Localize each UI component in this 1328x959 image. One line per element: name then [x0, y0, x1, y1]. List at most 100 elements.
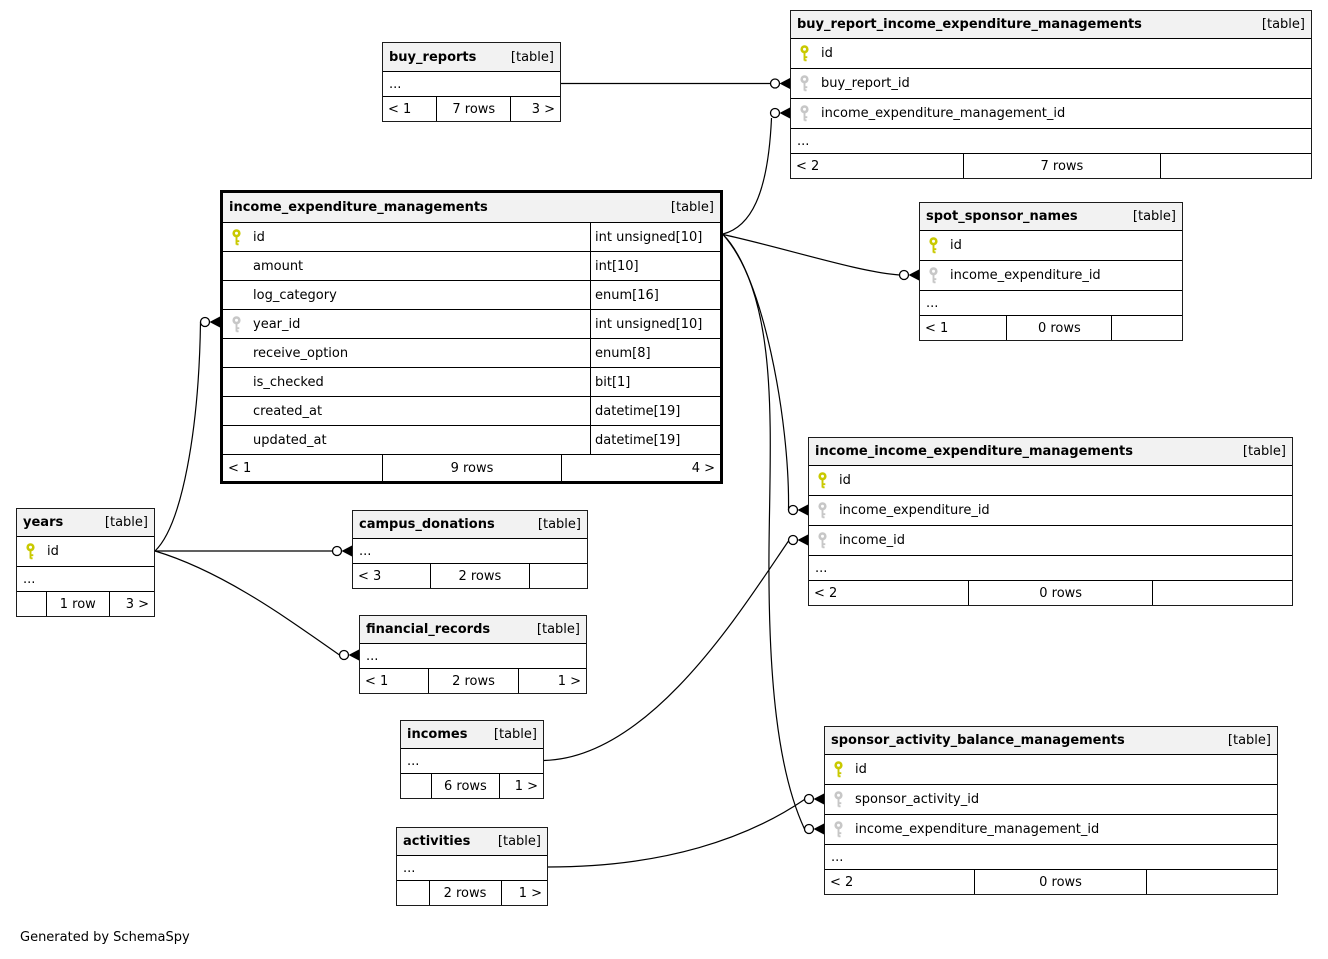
- ellipsis-text: ...: [926, 295, 939, 311]
- schemaspy-credit: Generated by SchemaSpy: [20, 930, 190, 945]
- column-name: income_expenditure_management_id: [855, 822, 1100, 837]
- column-row[interactable]: id: [920, 231, 1182, 261]
- column-row[interactable]: id: [17, 537, 154, 567]
- column-name: id: [47, 544, 59, 559]
- column-row[interactable]: buy_report_id: [791, 69, 1311, 99]
- table-header: financial_records [table]: [360, 616, 586, 644]
- table-tag: [table]: [1227, 733, 1271, 748]
- related-count-right: [1160, 154, 1311, 178]
- related-count-right: [1111, 316, 1182, 340]
- column-row[interactable]: year_id int unsigned[10]: [223, 310, 720, 339]
- table-header: incomes [table]: [401, 721, 543, 749]
- table-title: spot_sponsor_names: [926, 209, 1078, 224]
- primary-key-icon: [223, 228, 249, 246]
- column-name: sponsor_activity_id: [855, 792, 980, 807]
- column-row[interactable]: income_expenditure_id: [920, 261, 1182, 291]
- column-row[interactable]: updated_at datetime[19]: [223, 426, 720, 455]
- column-row[interactable]: id int unsigned[10]: [223, 223, 720, 252]
- related-count-right: [1151, 581, 1292, 605]
- table-footer: 1 row 3 >: [17, 592, 154, 616]
- table-tag: [table]: [493, 727, 537, 742]
- relationship-line-incomes-iiem: [543, 534, 808, 762]
- table-footer: < 2 7 rows: [791, 154, 1311, 178]
- table-title: financial_records: [366, 622, 491, 637]
- related-count-left: < 2: [796, 158, 820, 174]
- column-row[interactable]: id: [825, 755, 1277, 785]
- related-count-right: 1 >: [518, 669, 586, 693]
- column-name: income_id: [839, 533, 905, 548]
- related-count-right: 1 >: [498, 774, 543, 798]
- table-header: campus_donations [table]: [353, 511, 587, 539]
- ellipsis-text: ...: [389, 76, 402, 92]
- primary-key-icon: [920, 237, 946, 254]
- column-type: int unsigned[10]: [590, 223, 720, 251]
- related-count-left: < 3: [358, 568, 382, 584]
- column-row[interactable]: income_expenditure_management_id: [825, 815, 1277, 845]
- related-count-right: 4 >: [560, 455, 720, 481]
- column-row[interactable]: income_expenditure_id: [809, 496, 1292, 526]
- table-tag: [table]: [670, 200, 714, 215]
- ellipsis-text: ...: [359, 543, 372, 559]
- ellipsis-text: ...: [23, 571, 36, 587]
- ellipsis-row: ...: [825, 845, 1277, 870]
- related-count-left: < 2: [814, 585, 838, 601]
- table-title: campus_donations: [359, 517, 495, 532]
- column-row[interactable]: income_id: [809, 526, 1292, 556]
- column-type: datetime[19]: [590, 426, 720, 454]
- column-row[interactable]: is_checked bit[1]: [223, 368, 720, 397]
- foreign-key-icon: [223, 315, 249, 333]
- relationship-line-iem-briem: [722, 107, 790, 235]
- table-spot_sponsor_names[interactable]: spot_sponsor_names [table] id income_exp…: [919, 202, 1183, 341]
- column-row[interactable]: log_category enum[16]: [223, 281, 720, 310]
- related-count-right: 3 >: [108, 592, 154, 616]
- related-count-right: 1 >: [500, 881, 548, 905]
- foreign-key-icon: [825, 821, 851, 838]
- column-name: id: [821, 46, 833, 61]
- column-row[interactable]: id: [791, 39, 1311, 69]
- column-row[interactable]: sponsor_activity_id: [825, 785, 1277, 815]
- table-activities[interactable]: activities [table] ... 2 rows 1 >: [396, 827, 548, 906]
- ellipsis-row: ...: [353, 539, 587, 564]
- related-count-left: < 2: [830, 874, 854, 890]
- table-income_income_expenditure_managements[interactable]: income_income_expenditure_managements [t…: [808, 437, 1293, 606]
- related-count-left: [401, 774, 431, 798]
- row-count: 2 rows: [428, 881, 501, 905]
- table-financial_records[interactable]: financial_records [table] ... < 1 2 rows…: [359, 615, 587, 694]
- column-type: int[10]: [590, 252, 720, 280]
- ellipsis-row: ...: [809, 556, 1292, 581]
- primary-key-icon: [791, 45, 817, 62]
- table-income_expenditure_managements[interactable]: income_expenditure_managements [table] i…: [220, 190, 723, 484]
- column-row[interactable]: id: [809, 466, 1292, 496]
- ellipsis-text: ...: [815, 560, 828, 576]
- column-row[interactable]: income_expenditure_management_id: [791, 99, 1311, 129]
- column-name: log_category: [253, 287, 337, 303]
- foreign-key-icon: [791, 75, 817, 92]
- column-type: bit[1]: [590, 368, 720, 396]
- related-count-right: [1145, 870, 1277, 894]
- related-count-left: < 1: [228, 460, 252, 476]
- table-tag: [table]: [510, 49, 554, 65]
- column-name: buy_report_id: [821, 76, 910, 91]
- table-incomes[interactable]: incomes [table] ... 6 rows 1 >: [400, 720, 544, 799]
- table-campus_donations[interactable]: campus_donations [table] ... < 3 2 rows: [352, 510, 588, 589]
- ellipsis-text: ...: [407, 753, 420, 769]
- column-type: enum[16]: [590, 281, 720, 309]
- table-buy_reports[interactable]: buy_reports [table] ... < 1 7 rows 3 >: [382, 42, 561, 122]
- foreign-key-icon: [825, 791, 851, 808]
- ellipsis-text: ...: [831, 849, 844, 865]
- table-footer: < 1 0 rows: [920, 316, 1182, 340]
- table-tag: [table]: [497, 834, 541, 849]
- relationship-line-iem-sabm: [722, 234, 824, 835]
- column-row[interactable]: receive_option enum[8]: [223, 339, 720, 368]
- column-name: id: [855, 762, 867, 777]
- table-years[interactable]: years [table] id ... 1 row 3 >: [16, 508, 155, 617]
- column-row[interactable]: created_at datetime[19]: [223, 397, 720, 426]
- row-count: 1 row: [45, 592, 109, 616]
- table-title: buy_report_income_expenditure_management…: [797, 17, 1142, 32]
- ellipsis-text: ...: [366, 648, 379, 664]
- table-sponsor_activity_balance_managements[interactable]: sponsor_activity_balance_managements [ta…: [824, 726, 1278, 895]
- column-row[interactable]: amount int[10]: [223, 252, 720, 281]
- column-name: id: [839, 473, 851, 488]
- table-buy_report_income_expenditure_managements[interactable]: buy_report_income_expenditure_management…: [790, 10, 1312, 179]
- foreign-key-icon: [791, 105, 817, 122]
